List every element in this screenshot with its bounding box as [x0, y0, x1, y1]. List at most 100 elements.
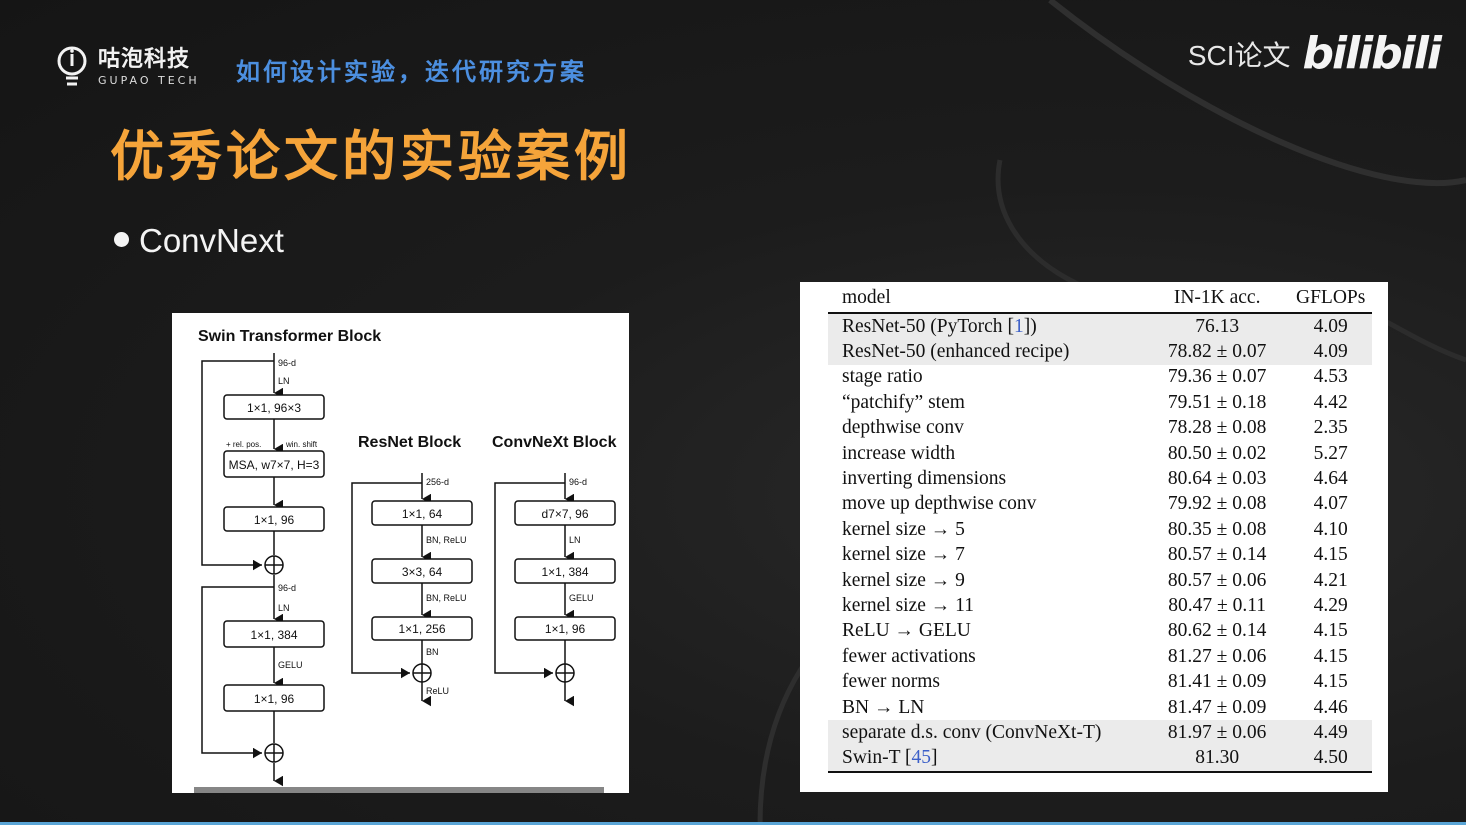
bullet-dot-icon [114, 231, 129, 247]
results-table-panel: model IN-1K acc. GFLOPs ResNet-50 (PyTor… [800, 282, 1388, 792]
table-row: inverting dimensions 80.64 ± 0.03 4.64 [828, 466, 1372, 491]
cell-model: separate d.s. conv (ConvNeXt-T) [842, 721, 1102, 743]
cell-gflops: 4.49 [1313, 721, 1348, 743]
ablation-table: model IN-1K acc. GFLOPs ResNet-50 (PyTor… [828, 284, 1372, 773]
cell-accuracy: 81.97 ± 0.06 [1167, 721, 1267, 743]
convnext-input-dim: 96-d [569, 477, 587, 487]
convnext-dwconv-box: d7×7, 96 [541, 507, 588, 521]
table-row: move up depthwise conv 79.92 ± 0.08 4.07 [828, 492, 1372, 517]
cell-gflops: 4.09 [1313, 315, 1348, 337]
cell-accuracy: 80.57 ± 0.06 [1167, 569, 1267, 591]
cell-gflops: 4.15 [1313, 544, 1348, 566]
resnet-conv1-box: 1×1, 64 [402, 507, 443, 521]
cell-accuracy: 80.50 ± 0.02 [1167, 442, 1267, 464]
cell-model: BN → LN [842, 696, 925, 718]
cell-gflops: 4.53 [1313, 366, 1348, 388]
table-row: stage ratio 79.36 ± 0.07 4.53 [828, 365, 1372, 390]
swin-input-dim: 96-d [278, 358, 296, 368]
table-row: separate d.s. conv (ConvNeXt-T) 81.97 ± 0… [828, 720, 1372, 746]
cell-model: stage ratio [842, 366, 923, 388]
convnext-pw1-box: 1×1, 384 [541, 565, 588, 579]
convnext-block-title: ConvNeXt Block [492, 434, 617, 451]
cell-gflops: 4.15 [1313, 645, 1348, 667]
company-logo: 咕泡科技 GUPAO TECH [56, 44, 200, 90]
cell-accuracy: 79.51 ± 0.18 [1167, 391, 1267, 413]
cell-accuracy: 81.27 ± 0.06 [1167, 645, 1267, 667]
cell-model: kernel size → 9 [842, 569, 965, 591]
resnet-bn-label: BN [426, 647, 439, 657]
header-accuracy: IN-1K acc. [1173, 287, 1261, 308]
cell-model: depthwise conv [842, 417, 964, 439]
citation-link[interactable]: 1 [1013, 315, 1024, 337]
cell-gflops: 4.10 [1313, 518, 1348, 540]
cell-gflops: 2.35 [1313, 417, 1348, 439]
cell-accuracy: 79.36 ± 0.07 [1167, 366, 1267, 388]
cell-accuracy: 81.47 ± 0.09 [1167, 696, 1267, 718]
cell-accuracy: 76.13 [1195, 315, 1240, 337]
table-row: kernel size → 5 80.35 ± 0.08 4.10 [828, 517, 1372, 542]
slide-title: 优秀论文的实验案例 [110, 125, 632, 188]
swin-ln1-label: LN [278, 376, 290, 386]
cell-model: move up depthwise conv [842, 493, 1037, 515]
cell-model: kernel size → 5 [842, 518, 965, 540]
resnet-relu-label: ReLU [426, 686, 449, 696]
resnet-act1-label: BN, ReLU [426, 535, 467, 545]
swin-qkv-box: 1×1, 96×3 [247, 401, 301, 415]
table-row: BN → LN 81.47 ± 0.09 4.46 [828, 695, 1372, 720]
table-row: depthwise conv 78.28 ± 0.08 2.35 [828, 416, 1372, 441]
convnext-pw2-box: 1×1, 96 [545, 622, 586, 636]
cell-accuracy: 78.82 ± 0.07 [1167, 341, 1267, 363]
cell-accuracy: 81.41 ± 0.09 [1167, 671, 1267, 693]
swin-proj-box: 1×1, 96 [254, 513, 295, 527]
cell-accuracy: 80.47 ± 0.11 [1168, 594, 1266, 616]
cell-gflops: 4.29 [1313, 594, 1348, 616]
brand-sci-text: SCI论文 [1187, 39, 1291, 71]
cell-model: kernel size → 7 [842, 544, 965, 566]
swin-msa-box: MSA, w7×7, H=3 [229, 458, 320, 472]
resnet-block-title: ResNet Block [358, 434, 461, 451]
bullet-item: ConvNext [114, 222, 284, 260]
block-diagram-figure: Swin Transformer Block ResNet Block Conv… [172, 313, 629, 793]
cell-model: “patchify” stem [842, 391, 965, 413]
convnext-gelu-label: GELU [569, 593, 594, 603]
cell-gflops: 4.21 [1313, 569, 1348, 591]
cell-accuracy: 80.64 ± 0.03 [1167, 468, 1267, 490]
cell-gflops: 4.15 [1313, 620, 1348, 642]
cell-accuracy: 79.92 ± 0.08 [1167, 493, 1267, 515]
cell-model: inverting dimensions [842, 468, 1007, 490]
swin-ln2-label: LN [278, 603, 290, 613]
cell-model: ReLU → GELU [842, 620, 971, 642]
citation-link[interactable]: 45 [911, 747, 932, 769]
swin-win-shift-label: win. shift [285, 440, 318, 449]
watermark-brand: SCI论文 bilibili [1187, 28, 1442, 79]
cell-accuracy: 78.28 ± 0.08 [1167, 417, 1267, 439]
table-row: kernel size → 7 80.57 ± 0.14 4.15 [828, 543, 1372, 568]
cell-gflops: 4.09 [1313, 341, 1348, 363]
cell-accuracy: 80.35 ± 0.08 [1167, 518, 1267, 540]
resnet-input-dim: 256-d [426, 477, 449, 487]
convnext-ln-label: LN [569, 535, 581, 545]
bilibili-logo: bilibili [1302, 28, 1442, 79]
cell-accuracy: 80.57 ± 0.14 [1167, 544, 1267, 566]
table-header-row: model IN-1K acc. GFLOPs [828, 284, 1372, 313]
swin-gelu-label: GELU [278, 660, 303, 670]
header-gflops: GFLOPs [1295, 287, 1366, 308]
cell-gflops: 4.07 [1313, 493, 1348, 515]
cell-gflops: 4.64 [1313, 468, 1348, 490]
cell-gflops: 5.27 [1313, 442, 1348, 464]
cell-model: ResNet-50 (enhanced recipe) [842, 341, 1070, 363]
lightbulb-icon [57, 46, 87, 86]
bottom-accent-line [0, 822, 1466, 825]
cell-gflops: 4.46 [1313, 696, 1348, 718]
cell-model: kernel size → 11 [842, 594, 974, 616]
swin-mlp2-box: 1×1, 96 [254, 692, 295, 706]
resnet-conv3-box: 1×1, 256 [398, 622, 445, 636]
bullet-text: ConvNext [139, 222, 284, 259]
resnet-conv2-box: 3×3, 64 [402, 565, 443, 579]
